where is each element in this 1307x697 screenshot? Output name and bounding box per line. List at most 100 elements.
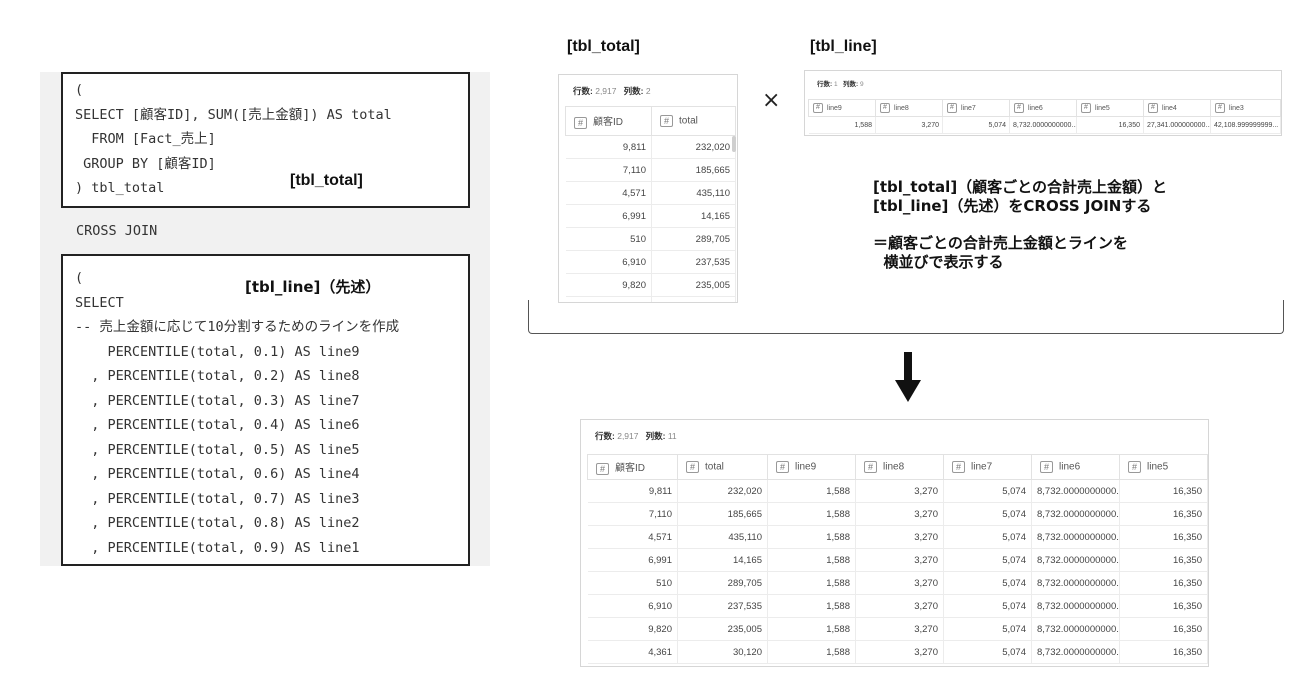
table-cell: 3,270 <box>855 571 944 595</box>
table-cell: 8,732.0000000000... <box>1031 594 1120 618</box>
explanation-line-3: ＝顧客ごとの合計売上金額とラインを <box>873 234 1128 252</box>
sql-code-line: , PERCENTILE(total, 0.3) AS line7 <box>75 392 360 409</box>
down-arrow-icon <box>895 352 921 402</box>
table-cell: 3,270 <box>855 548 944 572</box>
column-header[interactable]: #line7 <box>942 99 1010 117</box>
tbl-line-heading: [tbl_line] <box>810 38 877 55</box>
column-header[interactable]: # total <box>677 454 768 480</box>
column-header-label: line9 <box>827 104 842 112</box>
table-cell: 4,571 <box>565 181 652 205</box>
rows-label: 行数: <box>595 431 615 441</box>
column-header-label: line7 <box>971 461 993 473</box>
table-cell: 1,588 <box>808 116 876 134</box>
table-cell: 5,074 <box>943 548 1032 572</box>
number-type-icon: # <box>596 462 609 475</box>
explanation-text: [tbl_total]（顧客ごとの合計売上金額）と [tbl_line]（先述）… <box>873 178 1167 272</box>
sql-code-line: , PERCENTILE(total, 0.4) AS line6 <box>75 417 360 433</box>
result-grid: #顧客ID#total#line9#line8#line7#line6#line… <box>587 454 1208 664</box>
rows-label: 行数: <box>817 81 833 88</box>
table-cell: 42,108.999999999... <box>1210 116 1281 134</box>
table-cell: 3,270 <box>855 479 944 503</box>
column-header-label: total <box>705 461 724 473</box>
number-type-icon: # <box>1014 103 1024 113</box>
sql-code-line: GROUP BY [顧客ID] <box>75 155 216 172</box>
sql-panel: (SELECT [顧客ID], SUM([売上金額]) AS total FRO… <box>40 72 490 566</box>
column-header[interactable]: #line5 <box>1119 454 1208 480</box>
sql-code-line: , PERCENTILE(total, 0.5) AS line5 <box>75 441 360 458</box>
sql-code-tbl-line: (SELECT-- 売上金額に応じて10分割するためのラインを作成 PERCEN… <box>75 266 399 560</box>
table-cell: 185,665 <box>651 158 736 182</box>
number-type-icon: # <box>660 115 673 127</box>
table-cell: 8,732.0000000000... <box>1031 571 1120 595</box>
column-header[interactable]: #line9 <box>767 454 856 480</box>
table-cell: 7,110 <box>587 502 678 526</box>
number-type-icon: # <box>864 461 877 473</box>
cols-label: 列数: <box>645 431 666 441</box>
cols-label: 列数: <box>623 86 644 96</box>
sql-code-line: , PERCENTILE(total, 0.8) AS line2 <box>75 515 360 531</box>
column-header[interactable]: #line6 <box>1009 99 1077 117</box>
table-cell: 3,270 <box>855 502 944 526</box>
column-header[interactable]: # line9 <box>808 99 876 117</box>
column-header[interactable]: #顧客ID <box>565 106 652 136</box>
table-cell: 435,110 <box>677 525 768 549</box>
column-header-label: line4 <box>1162 104 1177 112</box>
table-cell: 9,811 <box>565 135 652 159</box>
table-cell: 6,910 <box>565 250 652 274</box>
table-cell: 9,820 <box>587 617 678 641</box>
sql-box-label-tbl-line: [tbl_line]（先述） <box>245 278 381 296</box>
table-cell: 8,732.0000000000... <box>1031 617 1120 641</box>
explanation-line-2: [tbl_line]（先述）をCROSS JOINする <box>873 197 1152 215</box>
table-cell: 9,811 <box>587 479 678 503</box>
column-header[interactable]: #line8 <box>855 454 944 480</box>
table-cell: 8,732.0000000000... <box>1031 525 1120 549</box>
column-header[interactable]: #顧客ID <box>587 454 678 480</box>
column-header-label: line5 <box>1095 104 1110 112</box>
number-type-icon: # <box>686 461 699 473</box>
table-cell: 9,820 <box>565 273 652 297</box>
table-cell: 30,120 <box>651 296 736 302</box>
table-cell: 1,588 <box>767 502 856 526</box>
column-header[interactable]: #line5 <box>1076 99 1144 117</box>
explanation-line-4: 横並びで表示する <box>873 253 1004 271</box>
table-cell: 27,341.000000000... <box>1143 116 1211 134</box>
table-cell: 237,535 <box>677 594 768 618</box>
table-cell: 235,005 <box>677 617 768 641</box>
number-type-icon: # <box>813 103 823 113</box>
column-header[interactable]: #line3 <box>1210 99 1281 117</box>
table-cell: 6,991 <box>565 204 652 228</box>
sql-code-line: SELECT [顧客ID], SUM([売上金額]) AS total <box>75 106 392 123</box>
table-cell: 8,732.0000000000... <box>1009 116 1077 134</box>
column-header[interactable]: #line7 <box>943 454 1032 480</box>
table-cell: 5,074 <box>943 525 1032 549</box>
column-header[interactable]: #line4 <box>1143 99 1211 117</box>
table-cell: 16,350 <box>1119 571 1208 595</box>
table-cell: 1,588 <box>767 571 856 595</box>
table-cell: 5,074 <box>943 479 1032 503</box>
table-cell: 3,270 <box>855 594 944 618</box>
column-header[interactable]: #line6 <box>1031 454 1120 480</box>
column-header-label: line8 <box>894 104 909 112</box>
tbl-total-scrollbar[interactable] <box>732 136 736 152</box>
table-cell: 185,665 <box>677 502 768 526</box>
table-cell: 16,350 <box>1119 502 1208 526</box>
table-cell: 232,020 <box>651 135 736 159</box>
sql-box-tbl-total: (SELECT [顧客ID], SUM([売上金額]) AS total FRO… <box>61 72 470 208</box>
table-cell: 16,350 <box>1119 594 1208 618</box>
table-cell: 235,005 <box>651 273 736 297</box>
table-cell: 237,535 <box>651 250 736 274</box>
column-header-label: line3 <box>1229 104 1244 112</box>
column-header[interactable]: #line8 <box>875 99 943 117</box>
column-header[interactable]: #total <box>651 106 736 136</box>
table-cell: 5,074 <box>942 116 1010 134</box>
tbl-total-heading: [tbl_total] <box>567 38 640 55</box>
rows-value: 1 <box>833 81 838 88</box>
